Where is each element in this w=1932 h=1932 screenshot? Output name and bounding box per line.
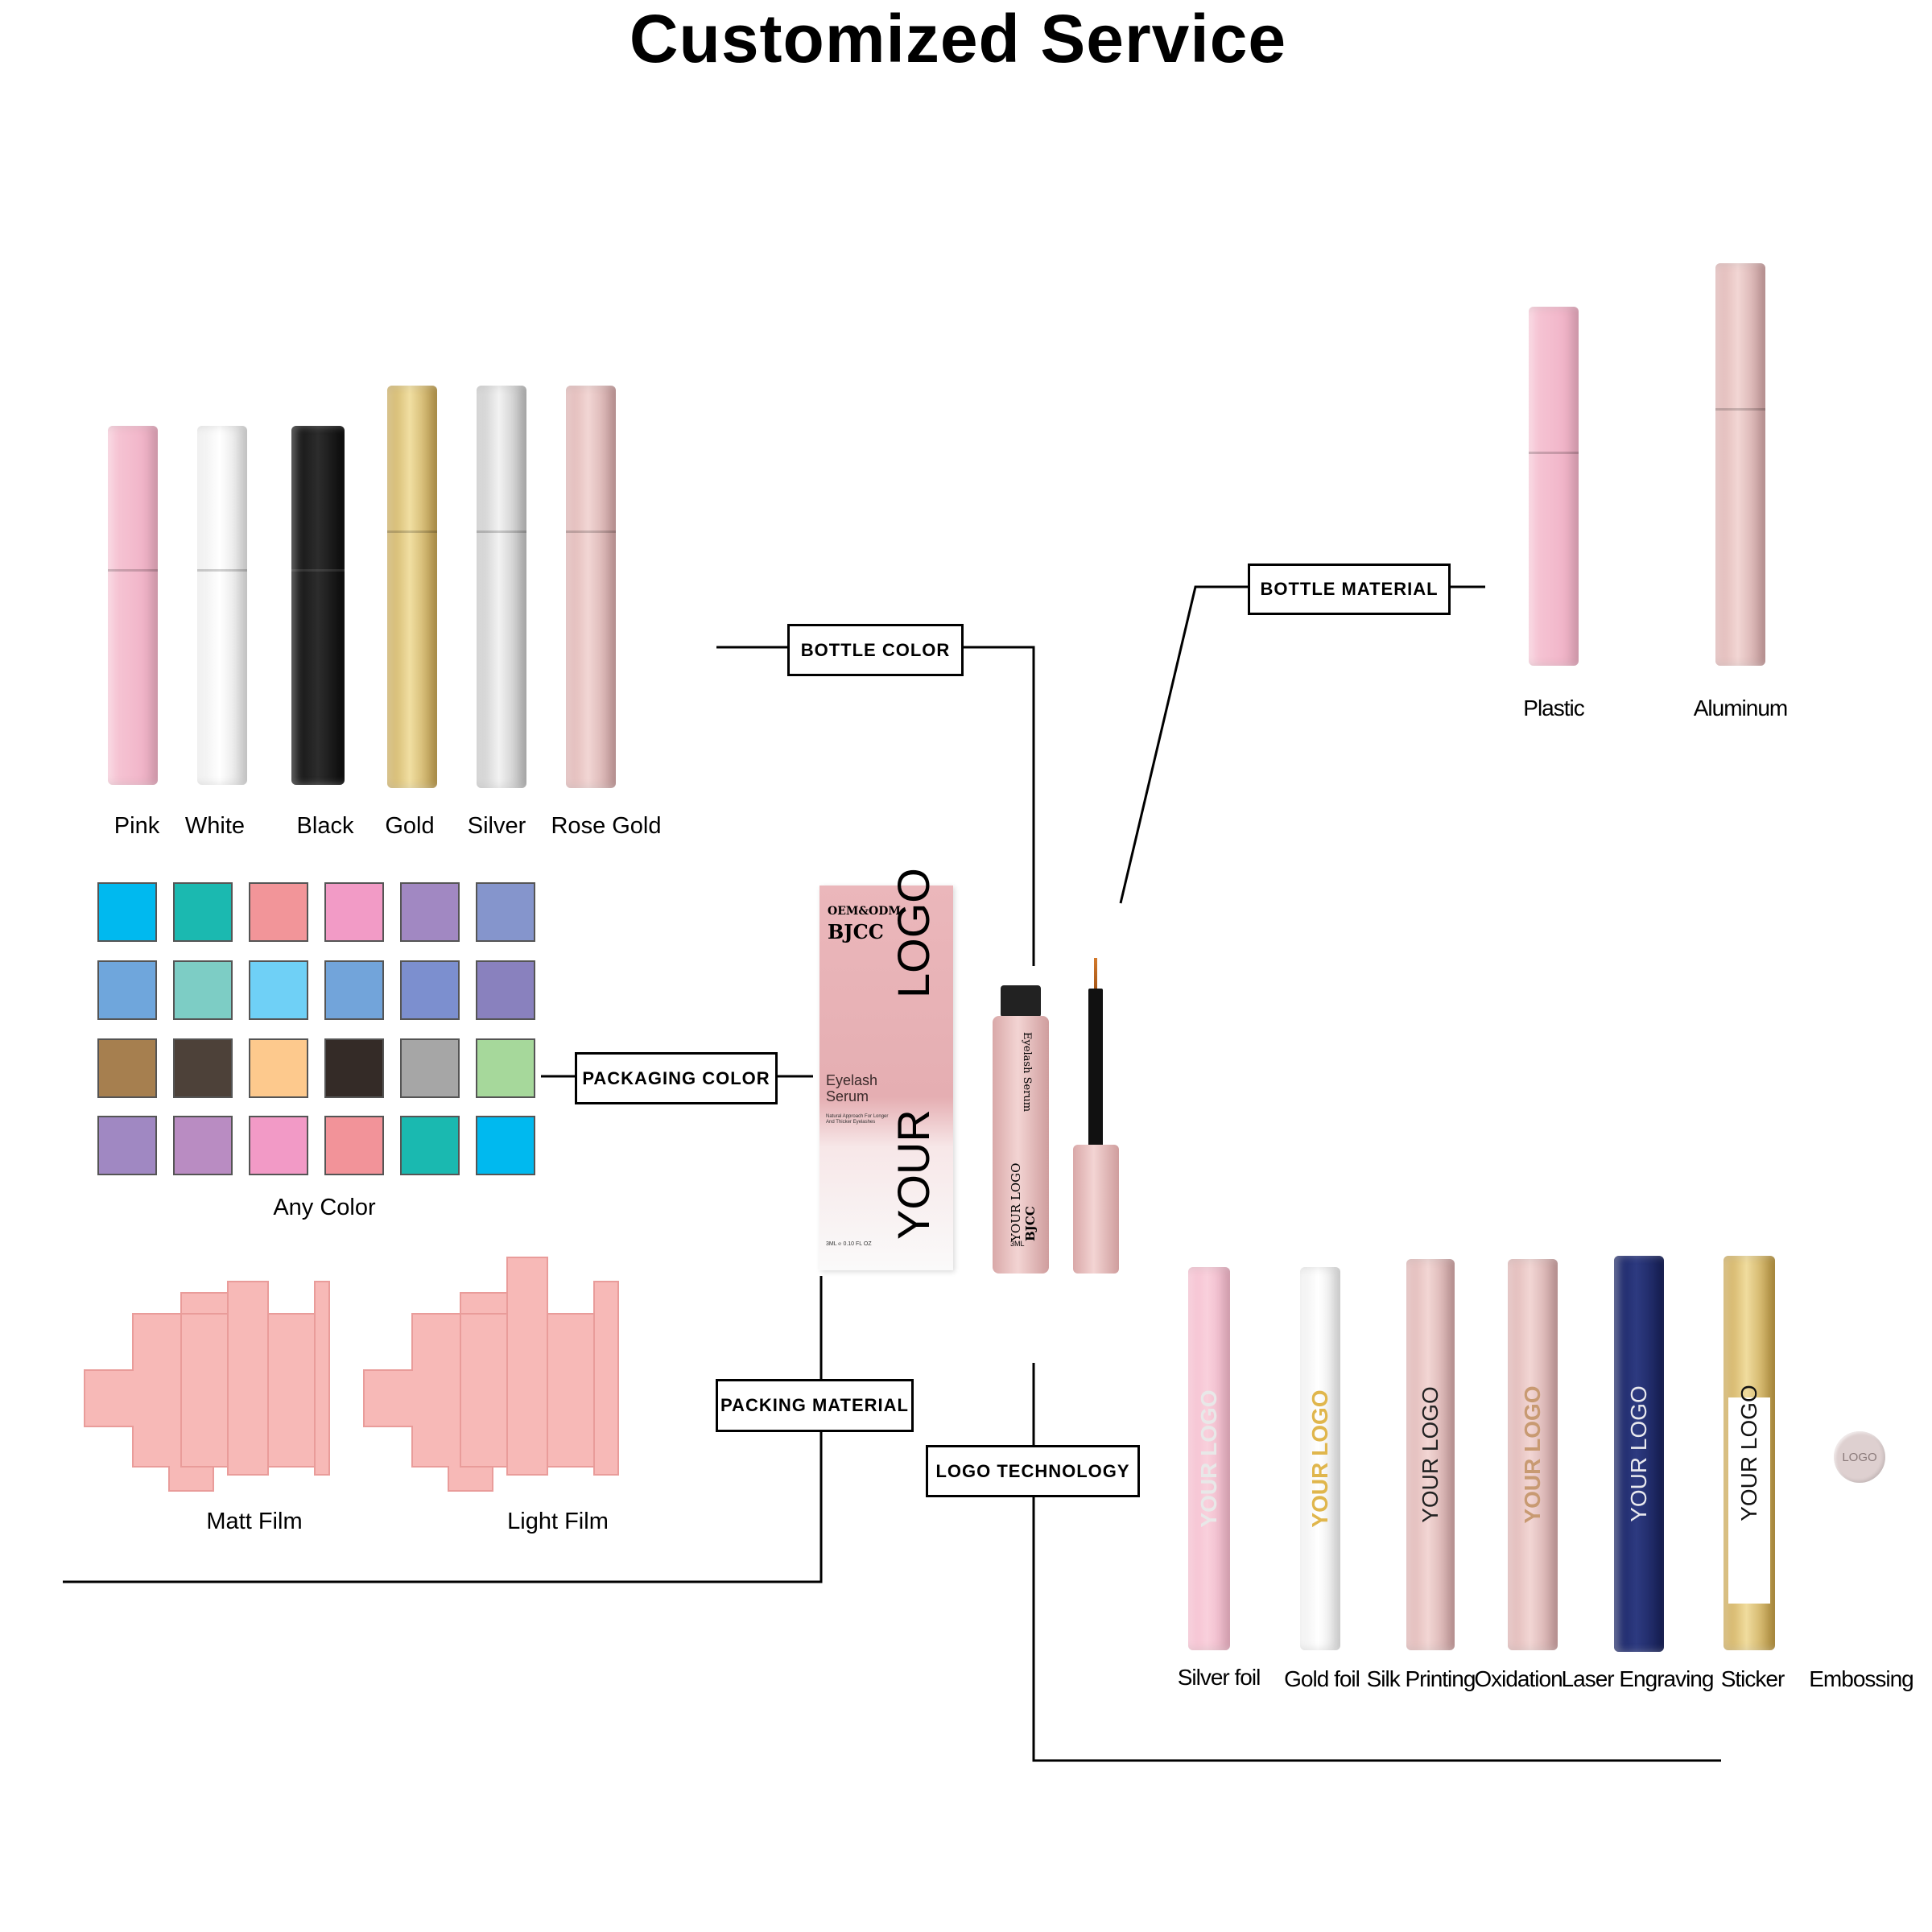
box-brand: BJCC xyxy=(828,920,884,943)
packaging-color-caption: Any Color xyxy=(273,1195,376,1220)
brush-stem xyxy=(1088,989,1103,1148)
color-swatch xyxy=(400,1038,460,1098)
bottle-rose-gold xyxy=(566,386,616,788)
box-brand-top: OEM&ODM xyxy=(828,905,901,918)
packing-material-caption: Matt Film xyxy=(206,1509,303,1534)
color-swatch xyxy=(97,960,157,1020)
tube-logo-text: YOUR LOGO xyxy=(1626,1385,1651,1522)
box-tagline: Natural Approach For Longer And Thicker … xyxy=(826,1114,889,1125)
color-swatch xyxy=(324,960,384,1020)
color-swatch xyxy=(476,960,535,1020)
product-tube: YOUR LOGO BJCC Eyelash Serum 3ML xyxy=(993,1016,1049,1274)
logo-tube-oxidation: YOUR LOGO xyxy=(1508,1259,1558,1650)
logo-tube-laser-engraving: YOUR LOGO xyxy=(1614,1256,1664,1652)
color-swatch xyxy=(97,882,157,942)
color-swatch xyxy=(249,960,308,1020)
logo-tube-silver-foil: YOUR LOGO xyxy=(1188,1267,1230,1650)
box-logo-bottom: YOUR xyxy=(888,1109,939,1240)
logo-technology-caption: Gold foil xyxy=(1284,1666,1360,1691)
color-swatch xyxy=(97,1116,157,1175)
tube-logo-text: YOUR LOGO xyxy=(1736,1385,1761,1521)
logo-tube-sticker: YOUR LOGO xyxy=(1724,1256,1775,1650)
page-title: Customized Service xyxy=(629,1,1287,76)
logo-technology-label: LOGO TECHNOLOGY xyxy=(926,1445,1140,1497)
box-logo-top: LOGO xyxy=(888,868,939,998)
bottle-aluminum xyxy=(1715,263,1765,666)
bottle-color-caption: Silver xyxy=(467,813,526,839)
bottle-black xyxy=(291,426,345,785)
sticker-label xyxy=(1728,1397,1770,1604)
bottle-plastic xyxy=(1529,307,1579,666)
logo-tube-gold-foil: YOUR LOGO xyxy=(1300,1267,1340,1650)
color-swatch xyxy=(249,1116,308,1175)
color-swatch xyxy=(324,882,384,942)
tube-logo-text: YOUR LOGO xyxy=(1520,1385,1545,1524)
brush-tip xyxy=(1094,958,1097,990)
logo-technology-caption: Laser Engraving xyxy=(1561,1666,1715,1691)
bottle-color-caption: Pink xyxy=(114,813,160,839)
product-box: OEM&ODM BJCC LOGO YOUR Eyelash Serum Nat… xyxy=(819,868,953,1270)
packing-material-caption: Light Film xyxy=(507,1509,609,1534)
color-swatch xyxy=(400,960,460,1020)
color-swatch xyxy=(249,882,308,942)
tube-logo-text: YOUR LOGO xyxy=(1418,1386,1443,1523)
color-swatch xyxy=(249,1038,308,1098)
logo-technology-caption: Oxidation xyxy=(1474,1666,1563,1691)
color-swatch xyxy=(324,1116,384,1175)
color-swatch xyxy=(173,960,233,1020)
bottle-color-caption: Gold xyxy=(385,813,435,839)
tube-name: Eyelash Serum xyxy=(1021,1032,1033,1113)
bottle-color-caption: Black xyxy=(296,813,354,839)
bottle-silver xyxy=(477,386,526,788)
logo-technology-caption: Sticker xyxy=(1720,1666,1785,1691)
bottle-material-label: BOTTLE MATERIAL xyxy=(1248,564,1451,615)
bottle-color-label: BOTTLE COLOR xyxy=(787,624,964,676)
bottle-pink xyxy=(108,426,158,785)
brush-cap xyxy=(1073,1145,1119,1274)
tube-volume: 3ML xyxy=(1010,1240,1025,1248)
color-swatch xyxy=(324,1038,384,1098)
bottle-white xyxy=(197,426,247,785)
color-swatch xyxy=(476,882,535,942)
logo-technology-caption: Silk Printing xyxy=(1366,1666,1476,1691)
logo-technology-caption: Embossing xyxy=(1809,1666,1914,1691)
box-product-name: Eyelash Serum xyxy=(826,1072,878,1104)
emboss-logo-badge: LOGO xyxy=(1834,1431,1885,1483)
logo-tube-silk-printing: YOUR LOGO xyxy=(1406,1259,1455,1650)
packing-material-label: PACKING MATERIAL xyxy=(716,1379,914,1432)
tube-logo-text: YOUR LOGO xyxy=(1307,1389,1332,1528)
color-swatch xyxy=(173,1038,233,1098)
box-volume: 3ML ℮ 0.10 FL OZ xyxy=(826,1241,872,1247)
tube-neck xyxy=(1001,985,1041,1018)
bottle-material-caption: Plastic xyxy=(1523,696,1584,720)
logo-technology-caption: Silver foil xyxy=(1177,1665,1261,1690)
bottle-gold xyxy=(387,386,437,788)
color-swatch xyxy=(476,1116,535,1175)
color-swatch xyxy=(173,1116,233,1175)
color-swatch xyxy=(400,882,460,942)
color-swatch xyxy=(173,882,233,942)
packaging-color-label: PACKAGING COLOR xyxy=(575,1052,778,1104)
color-swatch xyxy=(476,1038,535,1098)
bottle-color-caption: Rose Gold xyxy=(551,813,662,839)
bottle-material-caption: Aluminum xyxy=(1693,696,1788,720)
bottle-color-caption: White xyxy=(184,813,246,839)
tube-logo-text: YOUR LOGO xyxy=(1196,1389,1221,1528)
color-swatch xyxy=(97,1038,157,1098)
color-swatch xyxy=(400,1116,460,1175)
